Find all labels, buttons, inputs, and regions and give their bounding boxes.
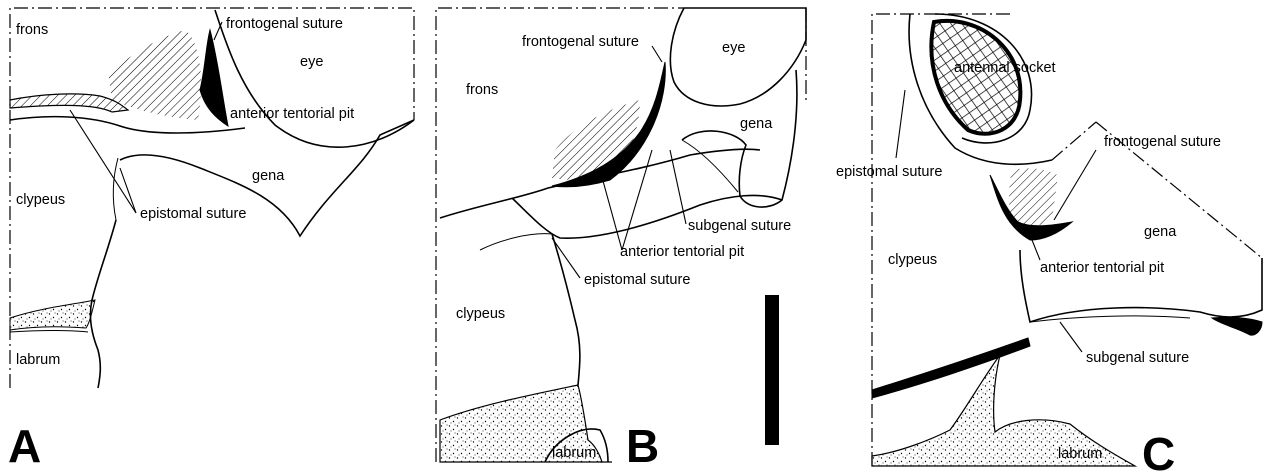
panel-a-epistomal-ridge [10, 94, 128, 112]
panel-c-label-clypeus: clypeus [888, 252, 937, 268]
panel-b-label-eye: eye [722, 40, 745, 56]
panel-a-label-anterior-tentorial-pit: anterior tentorial pit [230, 106, 354, 122]
panel-c-label-gena: gena [1144, 224, 1177, 240]
panel-b [436, 8, 806, 462]
panel-a-label-labrum: labrum [16, 352, 60, 368]
panel-c-label-antennal-socket: antennal socket [954, 60, 1056, 76]
panel-a-label-gena: gena [252, 168, 285, 184]
panel-a-label-epistomal-suture: epistomal suture [140, 206, 246, 222]
panel-b-hatched-area [552, 100, 640, 181]
panel-b-eye-outline [670, 8, 806, 106]
panel-a-tentorial-pit-shading [200, 30, 228, 126]
panel-b-label-clypeus: clypeus [456, 306, 505, 322]
panel-b-label-anterior-tentorial-pit: anterior tentorial pit [620, 244, 744, 260]
panel-a-label-clypeus: clypeus [16, 192, 65, 208]
panel-b-letter: B [626, 420, 659, 472]
panel-c-label-epistomal-suture: epistomal suture [836, 164, 942, 180]
panel-c [872, 14, 1262, 466]
panel-b-label-frontogenal-suture: frontogenal suture [522, 34, 639, 50]
panel-c-label-subgenal-suture: subgenal suture [1086, 350, 1189, 366]
panel-b-frame [436, 8, 806, 462]
panel-b-label-labrum: labrum [552, 445, 596, 461]
panel-a-label-frontogenal-suture: frontogenal suture [226, 16, 343, 32]
panel-c-frame [872, 14, 1262, 466]
panel-b-label-gena: gena [740, 116, 773, 132]
panel-a [10, 8, 414, 388]
panel-b-label-frons: frons [466, 82, 498, 98]
panel-a-label-frons: frons [16, 22, 48, 38]
panel-c-hatched-area [1009, 168, 1058, 227]
panel-a-letter: A [8, 420, 41, 472]
panel-b-label-epistomal-suture: epistomal suture [584, 272, 690, 288]
scale-bar [765, 295, 779, 445]
panel-c-antennal-socket [931, 21, 1020, 134]
panel-c-dark-band [872, 338, 1030, 398]
panel-a-label-eye: eye [300, 54, 323, 70]
panel-c-label-frontogenal-suture: frontogenal suture [1104, 134, 1221, 150]
panel-c-label-anterior-tentorial-pit: anterior tentorial pit [1040, 260, 1164, 276]
panel-c-label-labrum: labrum [1058, 446, 1102, 462]
panel-a-labrum-stipple [10, 300, 95, 330]
panel-b-label-subgenal-suture: subgenal suture [688, 218, 791, 234]
panel-c-letter: C [1142, 428, 1175, 474]
